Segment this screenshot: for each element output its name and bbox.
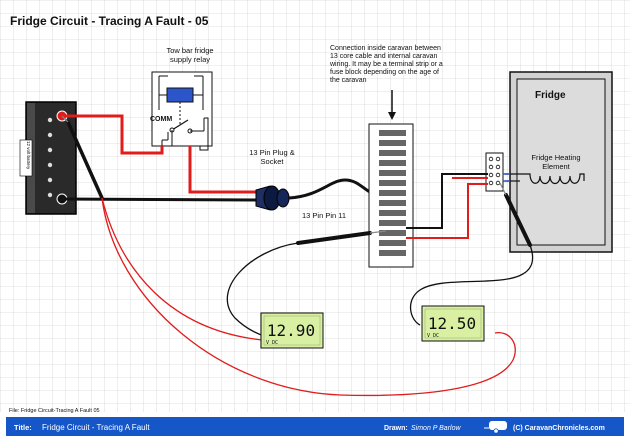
heater-label-line2: Element xyxy=(542,162,570,171)
plug-label-line1: 13 Pin Plug & xyxy=(249,148,294,157)
footer-title-caption: Title: xyxy=(14,423,32,432)
relay-coil xyxy=(166,87,194,103)
13-core-cable xyxy=(288,178,379,200)
footer-bar: Title: Fridge Circuit - Tracing A Fault … xyxy=(0,416,630,445)
black-wire-strip-to-fridge xyxy=(406,173,488,229)
footer-drawn-value: Simon P Barlow xyxy=(411,425,461,432)
battery: 12 volt battery xyxy=(19,101,77,215)
meter2-units: V DC xyxy=(427,333,439,339)
13-pin-plug-socket: 13 Pin Plug & Socket xyxy=(249,148,295,211)
svg-text:13 core cable and internal car: 13 core cable and internal caravan xyxy=(330,53,438,60)
heater-label-line1: Fridge Heating xyxy=(531,153,580,162)
svg-text:wiring. It may be a terminal s: wiring. It may be a terminal strip or a xyxy=(329,61,443,68)
file-label: File: Fridge Circuit-Tracing A Fault 05 xyxy=(9,408,100,414)
meter2-red-lead xyxy=(101,197,516,397)
footer-copyright: (C) CaravanChronicles.com xyxy=(513,425,605,432)
connection-note: Connection inside caravan between 13 cor… xyxy=(329,45,443,120)
meter1-black-probe xyxy=(296,230,387,245)
red-wire-strip-to-fridge xyxy=(406,183,488,239)
fridge: Fridge Fridge Heating Element xyxy=(505,71,613,253)
meter2-reading: 12.50 xyxy=(428,314,476,333)
meter2-black-probe xyxy=(499,182,532,247)
meter1-red-lead xyxy=(101,197,263,341)
diagram-title: Fridge Circuit - Tracing A Fault - 05 xyxy=(10,14,209,28)
voltmeter-2: 12.50 V DC xyxy=(421,305,485,342)
relay-label-line2: supply relay xyxy=(170,55,210,64)
footer-title-value: Fridge Circuit - Tracing A Fault xyxy=(42,423,150,432)
pin-label: 13 Pin Pin 11 xyxy=(302,211,346,220)
relay: Tow bar fridge supply relay COMM xyxy=(150,46,214,147)
relay-comm-label: COMM xyxy=(150,116,172,123)
red-wire-relay-to-plug xyxy=(188,146,262,194)
plug-label-line2: Socket xyxy=(261,157,285,166)
footer-drawn-caption: Drawn: xyxy=(384,425,408,432)
svg-text:fuse block depending on the ag: fuse block depending on the age of xyxy=(330,69,439,76)
caravan-logo-icon xyxy=(484,421,507,434)
svg-text:the caravan: the caravan xyxy=(330,77,367,84)
svg-text:Connection inside caravan betw: Connection inside caravan between xyxy=(330,45,441,52)
fridge-label: Fridge xyxy=(535,90,566,101)
battery-label: 12 volt battery xyxy=(26,141,31,170)
voltmeter-1: 12.90 V DC xyxy=(260,312,324,349)
heating-element xyxy=(505,173,585,185)
fridge-connector-block xyxy=(485,152,510,192)
red-wire-battery-to-relay xyxy=(62,114,164,155)
meter1-units: V DC xyxy=(266,340,278,346)
meter1-reading: 12.90 xyxy=(267,321,315,340)
meter2-black-lead xyxy=(409,244,534,326)
battery-red-probe xyxy=(61,115,104,200)
terminal-strip xyxy=(368,123,414,268)
relay-label-line1: Tow bar fridge xyxy=(166,46,213,55)
black-wire-battery-negative xyxy=(61,197,263,202)
